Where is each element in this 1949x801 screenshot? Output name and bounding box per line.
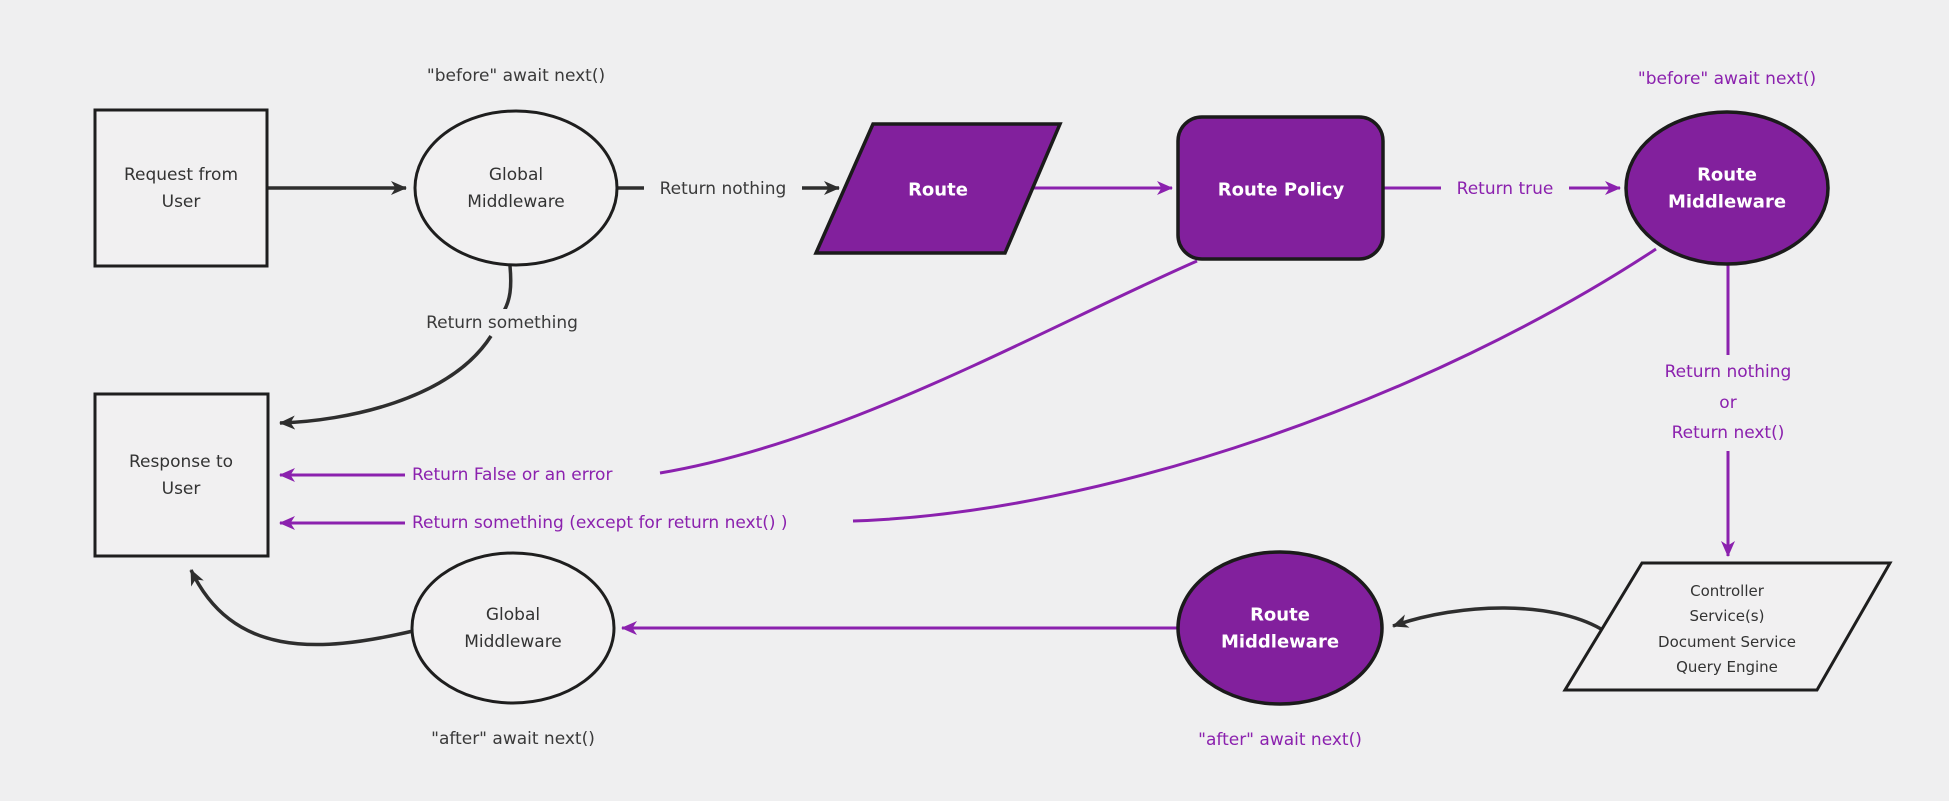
node-route-label: Route: [908, 180, 968, 201]
edge-label-return-nothing-or-line1: Return nothing: [1665, 362, 1792, 382]
node-controller-line1: Controller: [1690, 582, 1765, 600]
node-global-middleware-top-line1: Global: [489, 165, 543, 185]
edge-label-return-nothing-or-line2: or: [1719, 393, 1736, 413]
edge-label-return-something-except: Return something (except for return next…: [412, 513, 788, 533]
node-route-policy-label: Route Policy: [1218, 180, 1345, 201]
node-global-middleware-bottom-line1: Global: [486, 605, 540, 625]
edge-label-before-await-route: "before" await next(): [1638, 69, 1816, 89]
edge-global-middleware-return-something-stub: [502, 265, 513, 312]
node-global-middleware-top: [413, 109, 619, 267]
node-route-middleware-bottom-line2: Middleware: [1221, 632, 1339, 653]
edge-label-after-await-global: "after" await next(): [431, 729, 595, 749]
edge-route-policy-return-false-curve: [659, 259, 1198, 475]
edge-label-return-true: Return true: [1457, 179, 1554, 199]
label-bg-return-nothing: [644, 174, 802, 203]
node-controller-line3: Document Service: [1658, 633, 1796, 651]
node-global-middleware-top-line2: Middleware: [467, 192, 565, 212]
node-request-from-user-line2: User: [162, 192, 201, 212]
node-request-from-user-line1: Request from: [124, 165, 238, 185]
edge-label-return-nothing-or-line3: Return next(): [1672, 423, 1785, 443]
node-global-middleware-bottom-line2: Middleware: [464, 632, 562, 652]
edge-label-after-await-route: "after" await next(): [1198, 730, 1362, 750]
edge-global-middleware-bottom-to-response: [189, 569, 414, 647]
node-response-to-user-line1: Response to: [129, 452, 233, 472]
edge-controller-to-route-middleware-bottom: [1392, 606, 1602, 631]
node-route-middleware-top-line1: Route: [1697, 165, 1757, 186]
edge-label-return-false-or-error: Return False or an error: [412, 465, 612, 485]
node-route-middleware-bottom-line1: Route: [1250, 605, 1310, 626]
label-bg-return-true: [1441, 174, 1569, 203]
node-route: [813, 122, 1063, 255]
node-route-middleware-bottom: [1176, 550, 1384, 706]
edge-label-return-nothing: Return nothing: [660, 179, 787, 199]
node-controller-line2: Service(s): [1690, 607, 1765, 625]
edge-return-something-to-response: [279, 335, 493, 430]
node-response-to-user-line2: User: [162, 479, 201, 499]
edge-label-return-something: Return something: [426, 313, 578, 333]
node-request-from-user: [93, 108, 269, 268]
edge-label-before-await-global: "before" await next(): [427, 66, 605, 86]
label-bg-return-nothing-or: [1640, 355, 1816, 451]
node-route-policy: [1176, 115, 1385, 261]
label-bg-return-something: [407, 309, 597, 337]
node-response-to-user: [93, 392, 270, 558]
edge-route-middleware-return-something-curve: [852, 247, 1657, 523]
node-route-middleware-top-line2: Middleware: [1668, 192, 1786, 213]
node-controller-line4: Query Engine: [1676, 658, 1778, 676]
node-route-middleware-top: [1624, 110, 1830, 266]
node-controller-services: [1562, 561, 1893, 692]
node-global-middleware-bottom: [410, 551, 616, 705]
